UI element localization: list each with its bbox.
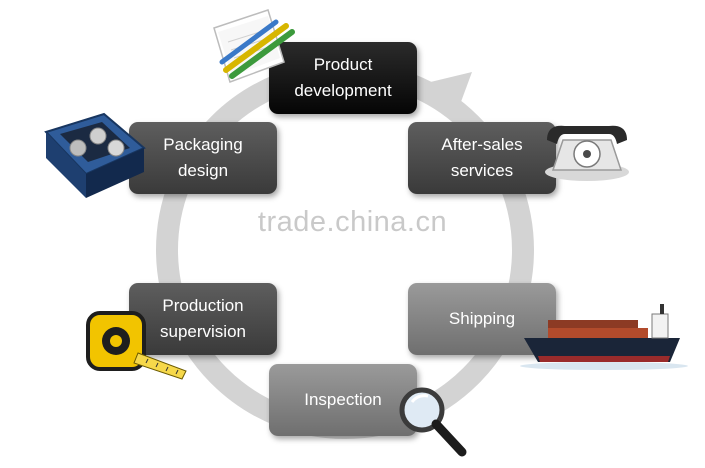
notepad-pencil-icon [213,9,295,83]
node-product-development: Product development [269,42,417,114]
cargo-ship-icon [520,304,688,370]
node-inspection: Inspection [269,364,417,436]
node-production-supervision: Production supervision [129,283,277,355]
node-label: Shipping [448,309,516,328]
gift-box-icon [44,112,146,198]
node-label: After-sales services [441,135,523,180]
node-label: Inspection [304,390,382,409]
node-label: Production supervision [160,296,246,341]
magnifier-icon [399,387,467,457]
watermark: trade.china.cn [257,206,448,238]
tape-measure-icon [86,311,187,380]
node-label: Product development [294,55,392,100]
node-packaging-design: Packaging design [129,122,277,194]
telephone-icon [545,125,629,181]
node-label: Packaging design [163,135,243,180]
node-after-sales-services: After-sales services [408,122,556,194]
